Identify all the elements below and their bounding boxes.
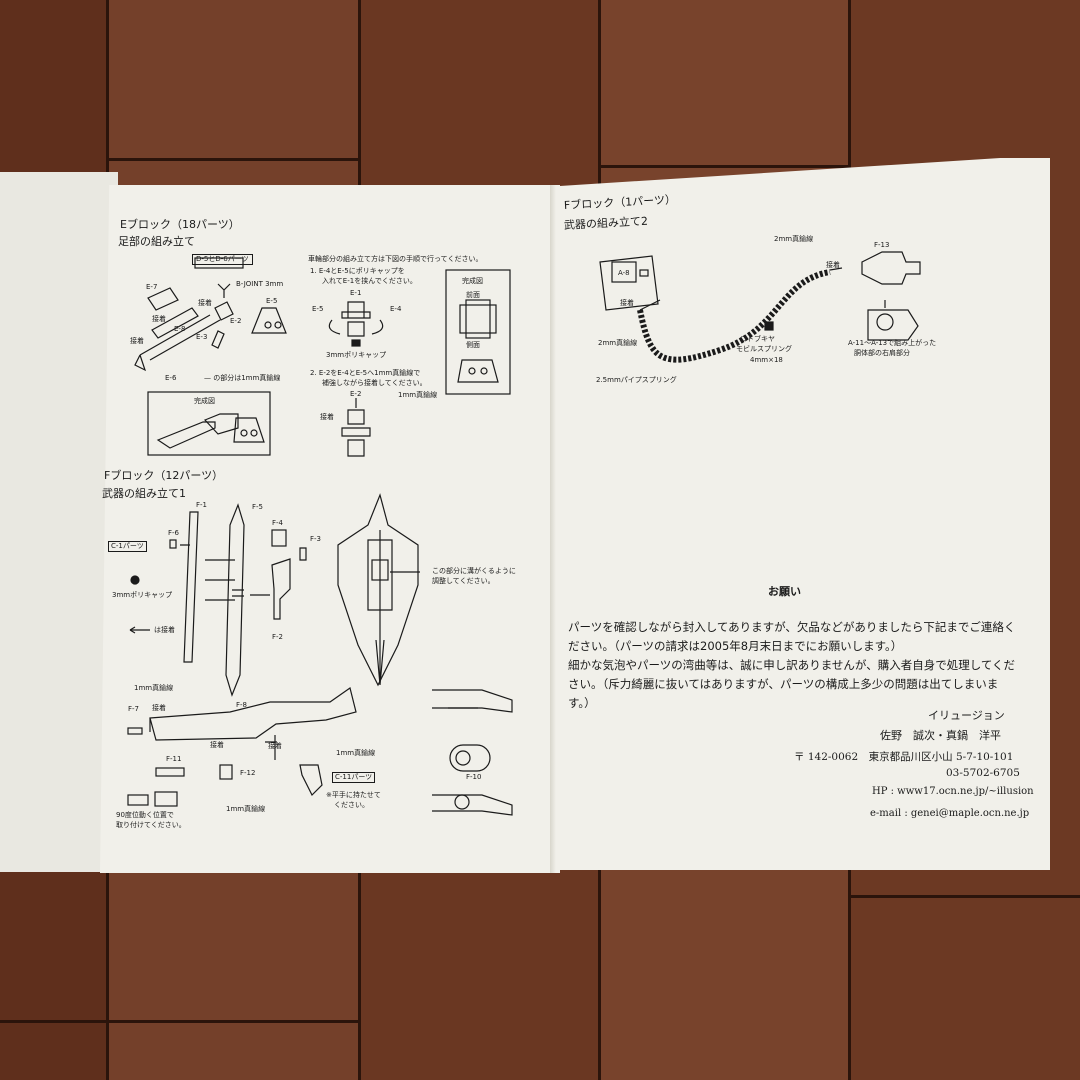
complete-box-title: 完成図 <box>462 277 483 285</box>
groove-note-2: 調整してください。 <box>432 577 495 585</box>
label: 1mm真鍮線 <box>134 684 174 692</box>
label: F-7 <box>128 705 140 713</box>
wheel-complete-box <box>445 269 511 395</box>
label: 接着 <box>152 315 166 323</box>
page-fold <box>550 185 556 873</box>
label: E-3 <box>196 333 208 341</box>
label: A-11～A-13で組み上がった <box>848 339 937 347</box>
label: E-2 <box>350 390 362 398</box>
postal-address: 〒 142-0062 東京都品川区小山 5-7-10-101 <box>794 751 1014 763</box>
angle-note-1: 90度位動く位置で <box>116 811 174 819</box>
label: 接着 <box>320 413 334 421</box>
plank-seam <box>108 158 358 161</box>
label: F-12 <box>240 769 256 777</box>
groove-note-1: この部分に溝がくるように <box>432 567 516 575</box>
c1-parts-box: C-1パーツ <box>108 541 147 552</box>
label: 接着 <box>152 704 166 712</box>
label: F-5 <box>252 503 264 511</box>
notice-body: パーツを確認しながら封入してありますが、欠品などがありましたら下記までご連絡くだ… <box>568 618 1020 713</box>
plank-seam <box>600 165 848 168</box>
notice-title: お願い <box>768 585 801 598</box>
shoulder-spring-drawing <box>599 251 921 363</box>
label: A-8 <box>618 269 630 277</box>
label: F-4 <box>272 519 284 527</box>
plank-seam <box>850 895 1080 898</box>
c11-parts-box: C-11パーツ <box>332 772 376 783</box>
barrel-drawing <box>432 689 513 816</box>
label: 2.5mmパイプスプリング <box>596 376 677 384</box>
f-block1-subheading: 武器の組み立て1 <box>102 487 186 500</box>
complete-label: 完成図 <box>194 397 215 405</box>
homepage-url: HP : www17.ocn.ne.jp/~illusion <box>872 786 1034 797</box>
weapon-parts-drawing <box>129 503 307 697</box>
gun-drawing <box>127 687 357 807</box>
label: B-JOINT 3mm <box>236 280 284 288</box>
label: E-5 <box>266 297 278 305</box>
step2b: 補強しながら接着してください。 <box>322 379 427 387</box>
label: E-8 <box>174 325 186 333</box>
wheel-intro: 車輪部分の組み立て方は下図の手順で行ってください。 <box>308 255 483 263</box>
flat-hand-note-2: ください。 <box>334 801 369 809</box>
label: E-7 <box>146 283 158 291</box>
wheel-assembly-drawing <box>328 301 384 457</box>
label: F-2 <box>272 633 284 641</box>
label: 1mm真鍮線 <box>336 749 376 757</box>
label: 接着 <box>130 337 144 345</box>
step2: 2. E-2をE-4とE-5へ1mm真鍮線で <box>310 369 421 377</box>
notice-paragraph-2: 細かな気泡やパーツの湾曲等は、誠に申し訳ありませんが、購入者自身で処理してくださ… <box>568 658 1016 710</box>
notice-paragraph-1: パーツを確認しながら封入してありますが、欠品などがありましたら下記までご連絡くだ… <box>568 620 1016 653</box>
label: F-11 <box>166 755 182 763</box>
e-block-subheading: 足部の組み立て <box>118 235 195 248</box>
label: F-3 <box>310 535 322 543</box>
leg-complete-drawing <box>147 391 271 456</box>
label: F-1 <box>196 501 208 509</box>
label: E-4 <box>390 305 402 313</box>
e-block-heading: Eブロック（18パーツ） <box>120 218 240 231</box>
label: 接着 <box>268 742 282 750</box>
label: F-6 <box>168 529 180 537</box>
label: E-6 <box>165 374 177 382</box>
note: — の部分は1mm真鍮線 <box>204 374 281 382</box>
label: 3mmポリキャップ <box>112 591 173 599</box>
step1: 1. E-4とE-5にポリキャップを <box>310 267 405 275</box>
phone-number: 03-5702-6705 <box>946 767 1020 779</box>
label: 3mmポリキャップ <box>326 351 387 359</box>
label: E-5 <box>312 305 324 313</box>
label: 接着 <box>620 299 634 307</box>
angle-note-2: 取り付けてください。 <box>116 821 186 829</box>
step1b: 入れてE-1を挟んでください。 <box>322 277 417 285</box>
label: 2mm真鍮線 <box>598 339 638 347</box>
label: E-2 <box>230 317 242 325</box>
f-block1-heading: Fブロック（12パーツ） <box>104 469 224 482</box>
label: E-1 <box>350 289 362 297</box>
contact-names: 佐野 誠次・真鍋 洋平 <box>880 729 1001 742</box>
label: F-13 <box>874 241 890 249</box>
label: 4mm×18 <box>750 356 783 364</box>
label: 2mm真鍮線 <box>774 235 814 243</box>
label: F-8 <box>236 701 248 709</box>
label: 接着 <box>826 261 840 269</box>
flat-hand-note-1: ※平手に持たせて <box>326 791 381 799</box>
company-name: イリュージョン <box>928 709 1005 722</box>
right-page <box>552 158 1050 870</box>
complete-box-side: 側面 <box>466 341 480 349</box>
label: モビルスプリング <box>736 345 792 353</box>
label: 胴体部の右肩部分 <box>854 349 910 357</box>
label: 接着 <box>198 299 212 307</box>
complete-box-front: 前面 <box>466 291 480 299</box>
label: は接着 <box>154 626 175 634</box>
label: 1mm真鍮線 <box>398 391 438 399</box>
label: コトブキヤ <box>740 335 775 343</box>
previous-page-edge <box>0 172 118 872</box>
email-address: e-mail : genei@maple.ocn.ne.jp <box>870 808 1030 819</box>
leg-assembly-drawing <box>134 257 287 372</box>
label: 接着 <box>210 741 224 749</box>
label: F-10 <box>466 773 482 781</box>
parts-box-label: D-5とD-6パーツ <box>192 254 253 265</box>
weapon-complete-drawing <box>337 493 420 687</box>
plank-seam <box>0 1020 360 1023</box>
label: 1mm真鍮線 <box>226 805 266 813</box>
